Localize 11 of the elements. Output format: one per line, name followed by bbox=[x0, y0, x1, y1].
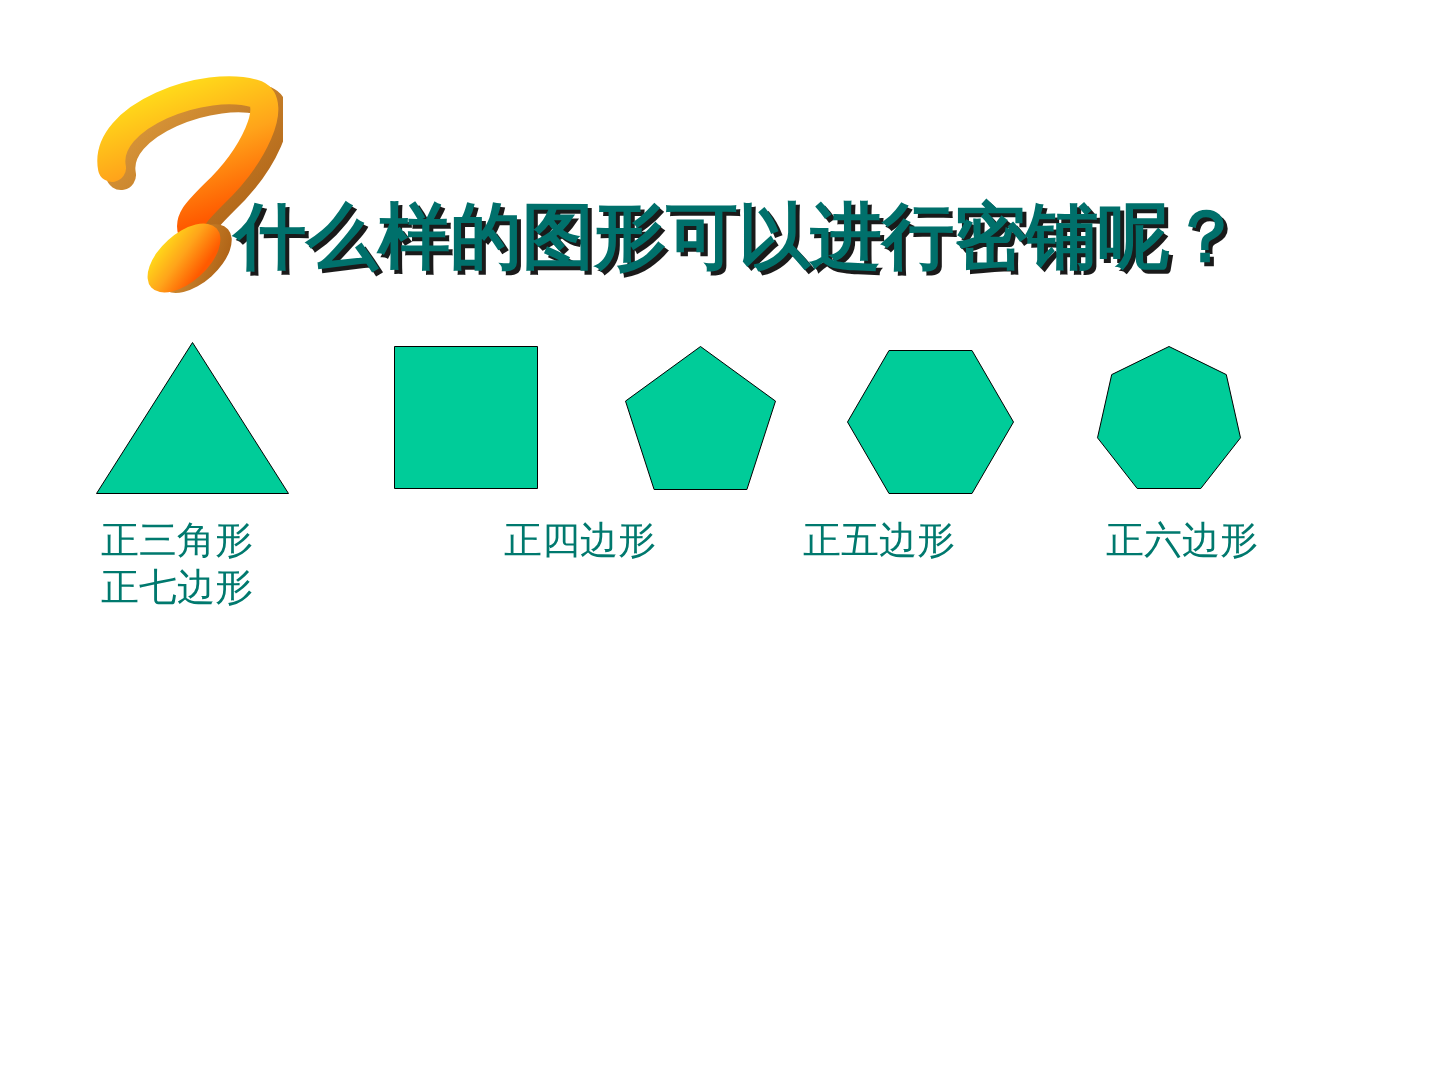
shape-name-label: 正六边形 bbox=[1106, 517, 1258, 563]
triangle bbox=[96, 342, 289, 494]
shape-name-label: 正七边形 bbox=[101, 564, 253, 610]
shape-name-label: 正三角形 bbox=[101, 517, 253, 563]
pentagon bbox=[625, 346, 776, 490]
slide-title: 什么样的图形可以进行密铺呢？ bbox=[234, 193, 1242, 280]
hexagon bbox=[847, 350, 1014, 494]
shape-name-label: 正五边形 bbox=[803, 517, 955, 563]
square bbox=[394, 346, 538, 489]
shape-name-label: 正四边形 bbox=[504, 517, 656, 563]
heptagon bbox=[1097, 346, 1241, 489]
